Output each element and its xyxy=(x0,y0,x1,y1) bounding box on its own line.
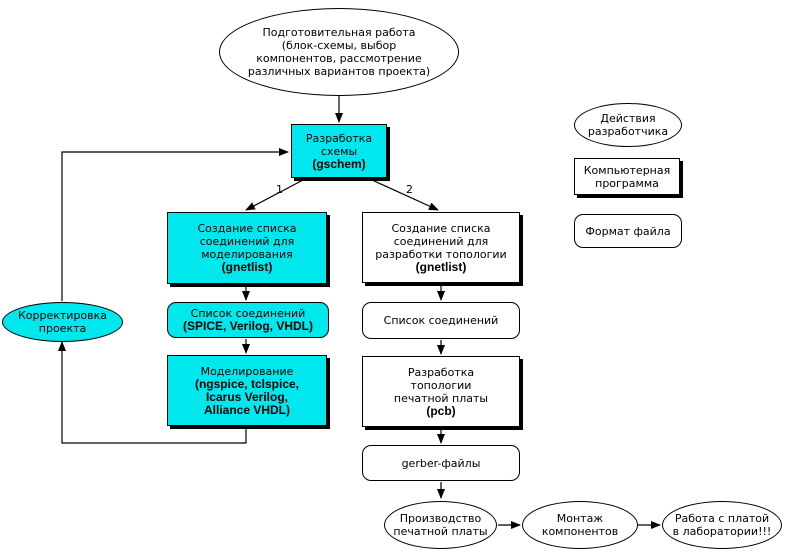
node-netlist-file: Список соединений xyxy=(362,302,520,339)
legend-text-line: Формат файла xyxy=(585,224,671,238)
node-text-line: Разработка xyxy=(407,365,475,379)
node-lab-work: Работа с платой в лаборатории!!! xyxy=(662,501,782,549)
node-text-line: Производство xyxy=(399,512,482,525)
legend-text-line: Действия xyxy=(600,112,656,125)
node-tool-name: (ngspice, tclspice, xyxy=(194,376,300,391)
node-pcb-layout: Разработка топологии печатной платы (pcb… xyxy=(362,356,520,427)
node-text-line: Создание списка xyxy=(391,221,491,235)
node-text-line: компонентов xyxy=(541,525,619,538)
node-netlist-simulation: Создание списка соединений для моделиров… xyxy=(167,212,327,284)
legend-text-line: программа xyxy=(595,176,659,190)
node-text-line: в лаборатории!!! xyxy=(672,525,772,538)
node-text-line: Список соединений xyxy=(190,307,306,320)
node-project-correction: Корректировка проекта xyxy=(2,302,123,342)
node-text-line: моделирования xyxy=(201,248,293,261)
node-netlist-formats: Список соединений (SPICE, Verilog, VHDL) xyxy=(167,302,329,338)
node-preparatory-work: Подготовительная работа (блок-схемы, выб… xyxy=(219,8,459,96)
legend-text-line: Компьютерная xyxy=(583,163,671,177)
node-text-line: Корректировка xyxy=(17,309,108,322)
node-text-line: (блок-схемы, выбор xyxy=(281,39,397,52)
node-text-line: Список соединений xyxy=(383,314,499,327)
legend-file-format: Формат файла xyxy=(574,214,682,248)
node-text-line: Работа с платой xyxy=(674,512,770,525)
edge-label-2: 2 xyxy=(406,183,413,196)
arrow-simulation-to-correction xyxy=(58,341,247,444)
node-text-line: соединений для xyxy=(199,235,295,248)
node-text-line: Подготовительная работа xyxy=(262,26,416,39)
node-text-line: различных вариантов проекта) xyxy=(247,65,431,78)
node-netlist-topology: Создание списка соединений для разработк… xyxy=(362,212,520,283)
node-text-line: Монтаж xyxy=(556,512,604,525)
arrow-correction-to-scheme xyxy=(61,148,289,301)
node-tool-name: Icarus Verilog, xyxy=(205,389,289,404)
node-schematic-design: Разработка схемы (gschem) xyxy=(291,124,387,178)
node-text-line: Разработка xyxy=(305,131,373,145)
edge-label-1: 1 xyxy=(276,183,283,196)
node-pcb-manufacturing: Производство печатной платы xyxy=(384,501,497,549)
node-tool-name: (gnetlist) xyxy=(221,260,273,274)
node-text-line: схемы xyxy=(320,144,358,158)
legend-computer-program: Компьютерная программа xyxy=(574,158,680,195)
node-tool-name: (gschem) xyxy=(312,156,366,171)
arrow-scheme-to-netlist-sim xyxy=(245,179,304,211)
node-tool-name: (gnetlist) xyxy=(415,259,467,274)
node-simulation: Моделирование (ngspice, tclspice, Icarus… xyxy=(167,355,327,426)
node-tool-name: (pcb) xyxy=(426,403,456,418)
node-text-line: печатной платы xyxy=(393,391,489,405)
node-text-line: компонентов, рассмотрение xyxy=(256,52,422,65)
node-text-line: печатной платы xyxy=(393,525,488,538)
node-tool-name: Alliance VHDL) xyxy=(203,402,290,417)
node-gerber-files: gerber-файлы xyxy=(362,445,520,481)
node-text-line: Создание списка xyxy=(197,222,297,235)
node-text-line: разработки топологии xyxy=(375,247,507,261)
node-component-assembly: Монтаж компонентов xyxy=(522,501,638,549)
legend-developer-actions: Действия разработчика xyxy=(574,103,682,147)
node-tool-name: (SPICE, Verilog, VHDL) xyxy=(182,319,314,333)
legend-text-line: разработчика xyxy=(587,125,669,138)
node-text-line: Моделирование xyxy=(200,364,294,378)
arrow-scheme-to-netlist-topo xyxy=(371,179,439,211)
node-text-line: проекта xyxy=(38,322,87,335)
node-text-line: gerber-файлы xyxy=(401,456,481,470)
node-text-line: топологии xyxy=(410,378,472,392)
node-text-line: соединений для xyxy=(393,234,489,248)
